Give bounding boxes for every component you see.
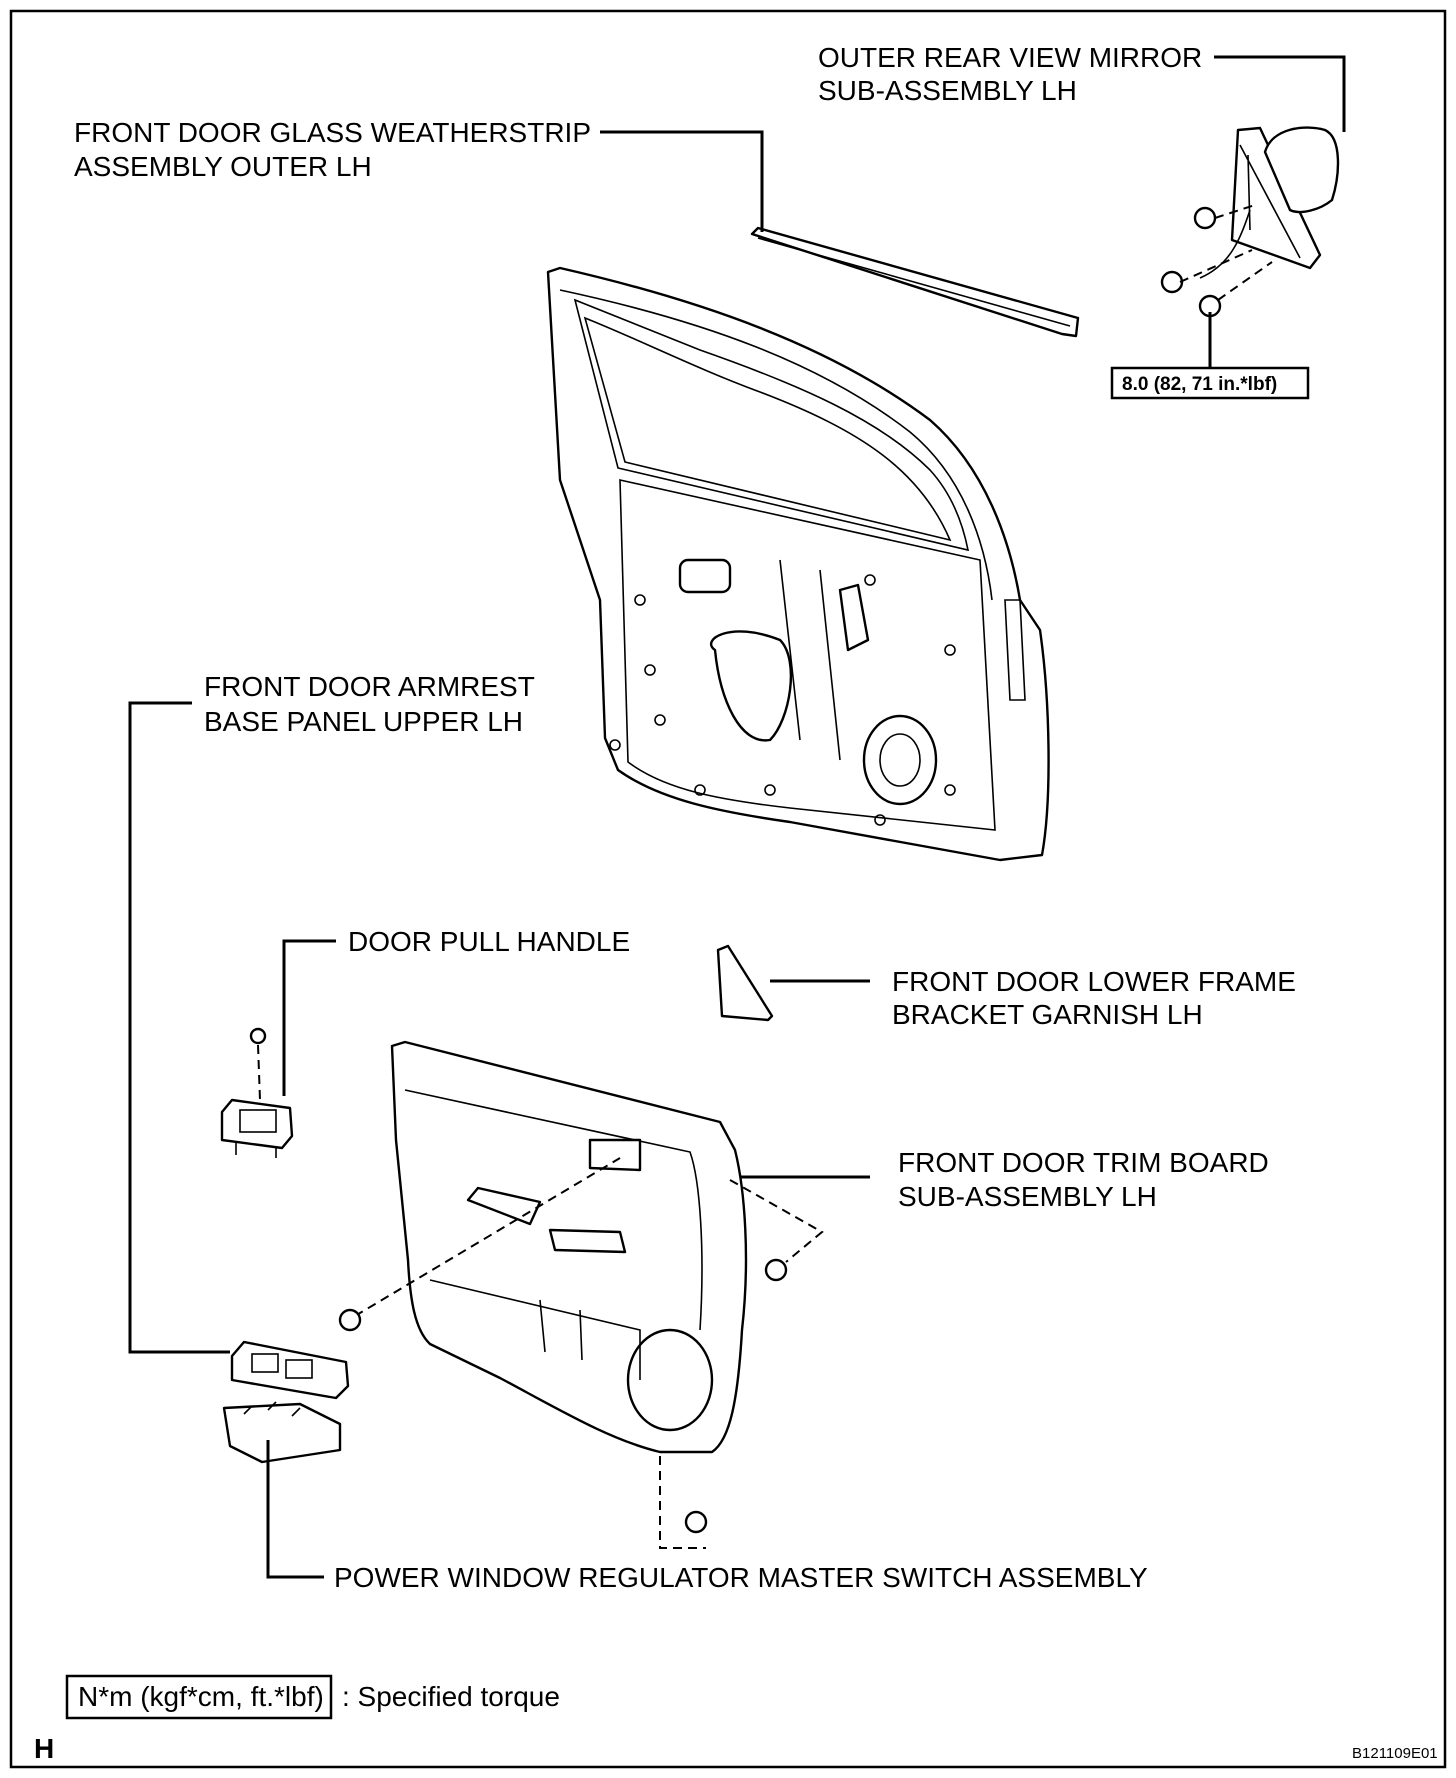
label-weatherstrip-line-1: FRONT DOOR GLASS WEATHERSTRIP	[74, 117, 591, 148]
label-garnish: FRONT DOOR LOWER FRAME BRACKET GARNISH L…	[892, 966, 1296, 1030]
label-trim-board-line-2: SUB-ASSEMBLY LH	[898, 1181, 1157, 1212]
leader-lines	[128, 55, 1346, 1579]
label-trim-board-line-1: FRONT DOOR TRIM BOARD	[898, 1147, 1269, 1178]
label-garnish-line-2: BRACKET GARNISH LH	[892, 999, 1203, 1030]
label-trim-board: FRONT DOOR TRIM BOARD SUB-ASSEMBLY LH	[898, 1147, 1269, 1212]
torque-value: 8.0 (82, 71 in.*lbf)	[1122, 374, 1277, 395]
label-pull-handle: DOOR PULL HANDLE	[348, 926, 630, 957]
garnish-part	[716, 944, 774, 1022]
label-armrest: FRONT DOOR ARMREST BASE PANEL UPPER LH	[204, 671, 535, 737]
legend-description: : Specified torque	[342, 1681, 560, 1712]
mirror-part	[1160, 126, 1340, 318]
trim-clips	[338, 1157, 824, 1549]
label-mirror-line-1: OUTER REAR VIEW MIRROR	[818, 42, 1202, 73]
master-switch-part	[222, 1340, 350, 1464]
legend-unit-box: N*m (kgf*cm, ft.*lbf)	[78, 1681, 324, 1712]
label-mirror-line-2: SUB-ASSEMBLY LH	[818, 75, 1077, 106]
torque-legend: N*m (kgf*cm, ft.*lbf) : Specified torque	[65, 1674, 560, 1720]
label-master-switch-line-1: POWER WINDOW REGULATOR MASTER SWITCH ASS…	[334, 1562, 1148, 1593]
label-weatherstrip-line-2: ASSEMBLY OUTER LH	[74, 151, 372, 182]
label-master-switch: POWER WINDOW REGULATOR MASTER SWITCH ASS…	[334, 1562, 1148, 1593]
figure-id: B121109E01	[1352, 1745, 1438, 1762]
corner-letter: H	[34, 1733, 54, 1764]
label-armrest-line-1: FRONT DOOR ARMREST	[204, 671, 535, 702]
label-mirror: OUTER REAR VIEW MIRROR SUB-ASSEMBLY LH	[818, 42, 1202, 106]
weatherstrip-part	[750, 226, 1080, 338]
torque-callout: 8.0 (82, 71 in.*lbf)	[1110, 366, 1310, 400]
pull-handle-part	[220, 1027, 294, 1158]
diagram-frame	[9, 9, 1447, 1769]
trim-board-part	[390, 1040, 748, 1454]
label-armrest-line-2: BASE PANEL UPPER LH	[204, 706, 523, 737]
label-pull-handle-line-1: DOOR PULL HANDLE	[348, 926, 630, 957]
label-garnish-line-1: FRONT DOOR LOWER FRAME	[892, 966, 1296, 997]
label-weatherstrip: FRONT DOOR GLASS WEATHERSTRIP ASSEMBLY O…	[74, 117, 591, 182]
front-door-panel	[546, 266, 1050, 862]
